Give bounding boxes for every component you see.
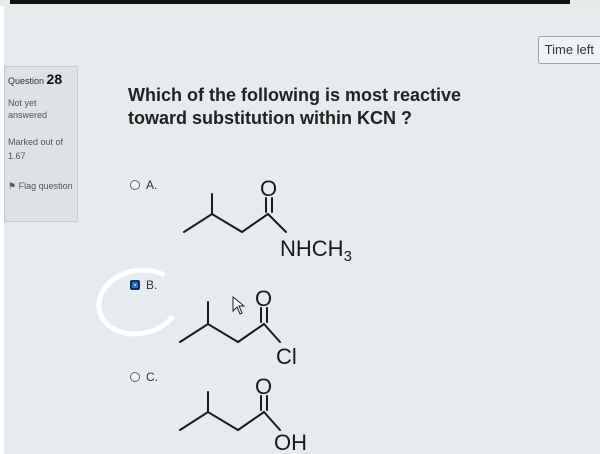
question-text: Which of the following is most reactive …: [128, 84, 548, 130]
option-c[interactable]: C.: [130, 370, 158, 384]
option-c-radio[interactable]: [130, 372, 140, 382]
structure-a: [183, 193, 287, 234]
structure-c: [179, 391, 281, 432]
option-b-label: B.: [146, 278, 158, 292]
question-number-prefix: Question: [8, 76, 45, 86]
flag-icon: ⚑: [8, 181, 17, 191]
question-marks: Marked out of 1.67: [8, 137, 64, 161]
top-edge-line: [10, 0, 570, 4]
option-b[interactable]: B.: [130, 278, 157, 292]
structure-c-oxygen: O: [255, 374, 272, 399]
flag-question-link[interactable]: ⚑ Flag question: [8, 181, 74, 192]
question-state: Not yet answered: [8, 98, 48, 120]
structure-a-group-subscript: 3: [344, 248, 352, 265]
top-edge: [0, 0, 600, 6]
option-c-label: C.: [146, 370, 158, 384]
option-b-radio[interactable]: [130, 280, 140, 290]
time-left-button[interactable]: Time left: [537, 36, 600, 64]
option-a-radio[interactable]: [130, 180, 140, 190]
question-number-value: 28: [46, 71, 63, 87]
structure-b-group: Cl: [276, 344, 297, 369]
quiz-screen: Time left Question 28 Not yet answered M…: [4, 6, 600, 454]
chemical-structures: O NHCH3 O Cl O OH: [179, 176, 352, 454]
structure-a-group-main: NHCH: [280, 236, 344, 261]
structure-a-oxygen: O: [260, 176, 277, 201]
option-a[interactable]: A.: [130, 178, 157, 192]
structure-b-oxygen: O: [255, 286, 272, 311]
question-text-line1: Which of the following is most reactive: [128, 85, 462, 105]
option-a-label: A.: [146, 178, 158, 192]
flag-question-label: Flag question: [18, 181, 73, 191]
structure-c-group: OH: [274, 430, 307, 454]
question-info-panel: Question 28 Not yet answered Marked out …: [4, 66, 78, 222]
question-number: Question 28: [8, 71, 74, 87]
structure-b: [179, 301, 281, 344]
question-text-line2: toward substitution within KCN ?: [128, 108, 412, 128]
structure-a-group: NHCH3: [280, 236, 352, 265]
mouse-cursor-icon: [232, 296, 246, 315]
